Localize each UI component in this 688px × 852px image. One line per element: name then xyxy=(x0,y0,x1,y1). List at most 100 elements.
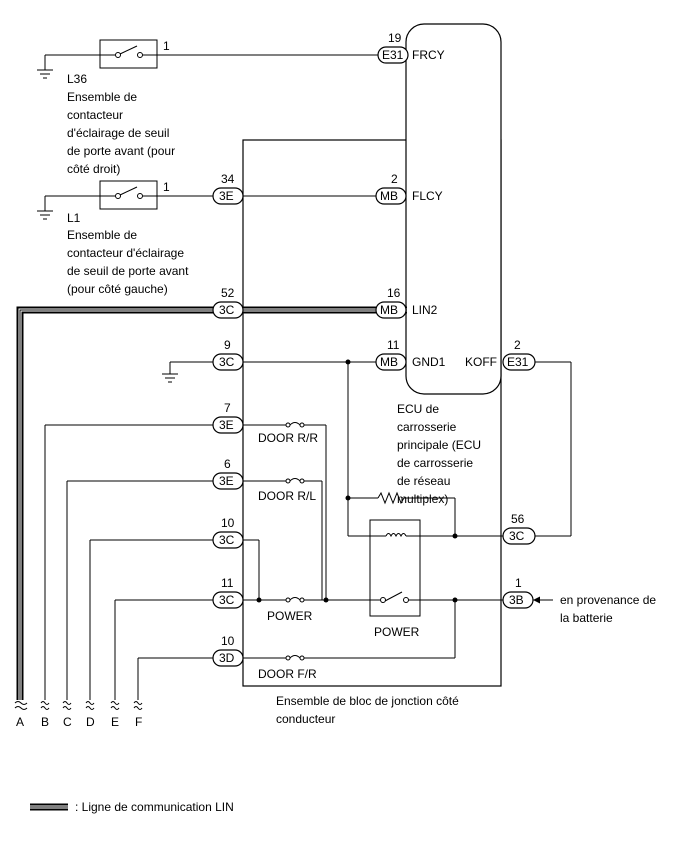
fuse-power xyxy=(285,597,305,603)
l1-name-1: Ensemble de xyxy=(67,228,137,242)
fuse-door-fr-label: DOOR F/R xyxy=(258,667,317,681)
switch-l36: 1 xyxy=(37,39,380,79)
ecu-terminal-flcy: 2 MB FLCY xyxy=(375,172,443,205)
l36-name-1: Ensemble de xyxy=(67,90,137,104)
jb-connector-10a: 10 3C xyxy=(212,516,244,549)
junction-dot xyxy=(452,533,458,539)
l1-name-3: de seuil de porte avant xyxy=(67,264,189,278)
ecu-name-3: principale (ECU xyxy=(397,438,481,452)
switch-l1: 1 xyxy=(37,180,213,220)
jb-connector-56: 56 3C xyxy=(502,512,536,545)
junction-dot xyxy=(256,597,262,603)
jb-connector-52: 52 3C xyxy=(212,286,244,319)
fuse-door-rl xyxy=(285,478,305,484)
battery-label-2: la batterie xyxy=(560,611,613,625)
output-label-e: E xyxy=(111,715,119,729)
flcy-pin: 2 xyxy=(391,172,398,186)
junction-dot xyxy=(345,495,351,501)
l1-pin: 1 xyxy=(163,180,170,194)
l36-name-2: contacteur xyxy=(67,108,123,122)
power-relay xyxy=(369,519,421,617)
c1-pin: 1 xyxy=(515,576,522,590)
jb-connector-11: 11 3C xyxy=(212,576,244,609)
ecu-terminal-frcy: 19 E31 FRCY xyxy=(377,31,445,64)
c52-conn: 3C xyxy=(219,303,235,317)
c11-pin: 11 xyxy=(221,576,234,590)
jb-connector-7: 7 3E xyxy=(212,401,244,434)
gnd1-pin: 11 xyxy=(387,338,400,352)
c6-conn: 3E xyxy=(219,474,234,488)
ecu-terminal-koff: KOFF 2 E31 xyxy=(465,338,536,371)
c52-pin: 52 xyxy=(221,286,235,300)
battery-label-1: en provenance de xyxy=(560,593,656,607)
ecu-name-5: de réseau xyxy=(397,474,450,488)
c10a-pin: 10 xyxy=(221,516,235,530)
jb-connector-34: 34 3E xyxy=(212,172,244,205)
c7-pin: 7 xyxy=(224,401,231,415)
flcy-signal: FLCY xyxy=(412,189,443,203)
c7-conn: 3E xyxy=(219,418,234,432)
output-label-b: B xyxy=(41,715,49,729)
jb-name-2: conducteur xyxy=(276,712,335,726)
flcy-conn: MB xyxy=(380,189,398,203)
l36-name-5: côté droit) xyxy=(67,162,120,176)
c56-conn: 3C xyxy=(509,529,525,543)
frcy-conn: E31 xyxy=(382,48,404,62)
jb-connector-1: 1 3B xyxy=(502,576,534,609)
l36-name-4: de porte avant (pour xyxy=(67,144,175,158)
c10b-pin: 10 xyxy=(221,634,235,648)
koff-conn: E31 xyxy=(507,355,529,369)
output-label-a: A xyxy=(16,715,24,729)
lin2-pin: 16 xyxy=(387,286,401,300)
junction-wiring xyxy=(162,195,572,659)
jb-connector-9: 9 3C xyxy=(212,338,244,371)
ecu-name-1: ECU de xyxy=(397,402,439,416)
koff-signal: KOFF xyxy=(465,355,497,369)
ecu-name-4: de carrosserie xyxy=(397,456,473,470)
c9-conn: 3C xyxy=(219,355,235,369)
ecu-box xyxy=(405,23,502,395)
gnd1-conn: MB xyxy=(380,355,398,369)
fuse-door-rr xyxy=(285,422,305,428)
legend-text: : Ligne de communication LIN xyxy=(75,800,234,814)
frcy-signal: FRCY xyxy=(412,48,445,62)
junction-dot xyxy=(323,597,329,603)
c6-pin: 6 xyxy=(224,457,231,471)
lin2-conn: MB xyxy=(380,303,398,317)
jb-connector-10b: 10 3D xyxy=(212,634,244,667)
c9-pin: 9 xyxy=(224,338,231,352)
c34-conn: 3E xyxy=(219,189,234,203)
l36-pin: 1 xyxy=(163,39,170,53)
fuse-power-label: POWER xyxy=(267,609,313,623)
ecu-name-2: carrosserie xyxy=(397,420,457,434)
junction-dot xyxy=(345,359,351,365)
fuse-door-rr-label: DOOR R/R xyxy=(258,431,318,445)
jb-connector-6: 6 3E xyxy=(212,457,244,490)
fuse-door-fr xyxy=(285,655,305,661)
l1-name-4: (pour côté gauche) xyxy=(67,282,168,296)
output-label-f: F xyxy=(135,715,142,729)
junction-dot xyxy=(452,597,458,603)
c56-pin: 56 xyxy=(511,512,525,526)
lin2-signal: LIN2 xyxy=(412,303,438,317)
output-label-c: C xyxy=(63,715,72,729)
l1-id: L1 xyxy=(67,211,81,225)
l36-name-3: d'éclairage de seuil xyxy=(67,126,169,140)
ecu-name-6: multiplex) xyxy=(397,492,448,506)
c10b-conn: 3D xyxy=(219,651,235,665)
l1-name-2: contacteur d'éclairage xyxy=(67,246,184,260)
c10a-conn: 3C xyxy=(219,533,235,547)
output-label-d: D xyxy=(86,715,95,729)
frcy-pin: 19 xyxy=(388,31,402,45)
ecu-terminal-lin2: 16 MB LIN2 xyxy=(375,286,438,319)
jb-name-1: Ensemble de bloc de jonction côté xyxy=(276,694,459,708)
c1-conn: 3B xyxy=(509,593,524,607)
relay-label: POWER xyxy=(374,625,420,639)
c34-pin: 34 xyxy=(221,172,235,186)
legend: : Ligne de communication LIN xyxy=(30,800,234,814)
ecu-terminal-gnd1: 11 MB GND1 xyxy=(375,338,446,371)
gnd1-signal: GND1 xyxy=(412,355,446,369)
c11-conn: 3C xyxy=(219,593,235,607)
koff-pin: 2 xyxy=(514,338,521,352)
